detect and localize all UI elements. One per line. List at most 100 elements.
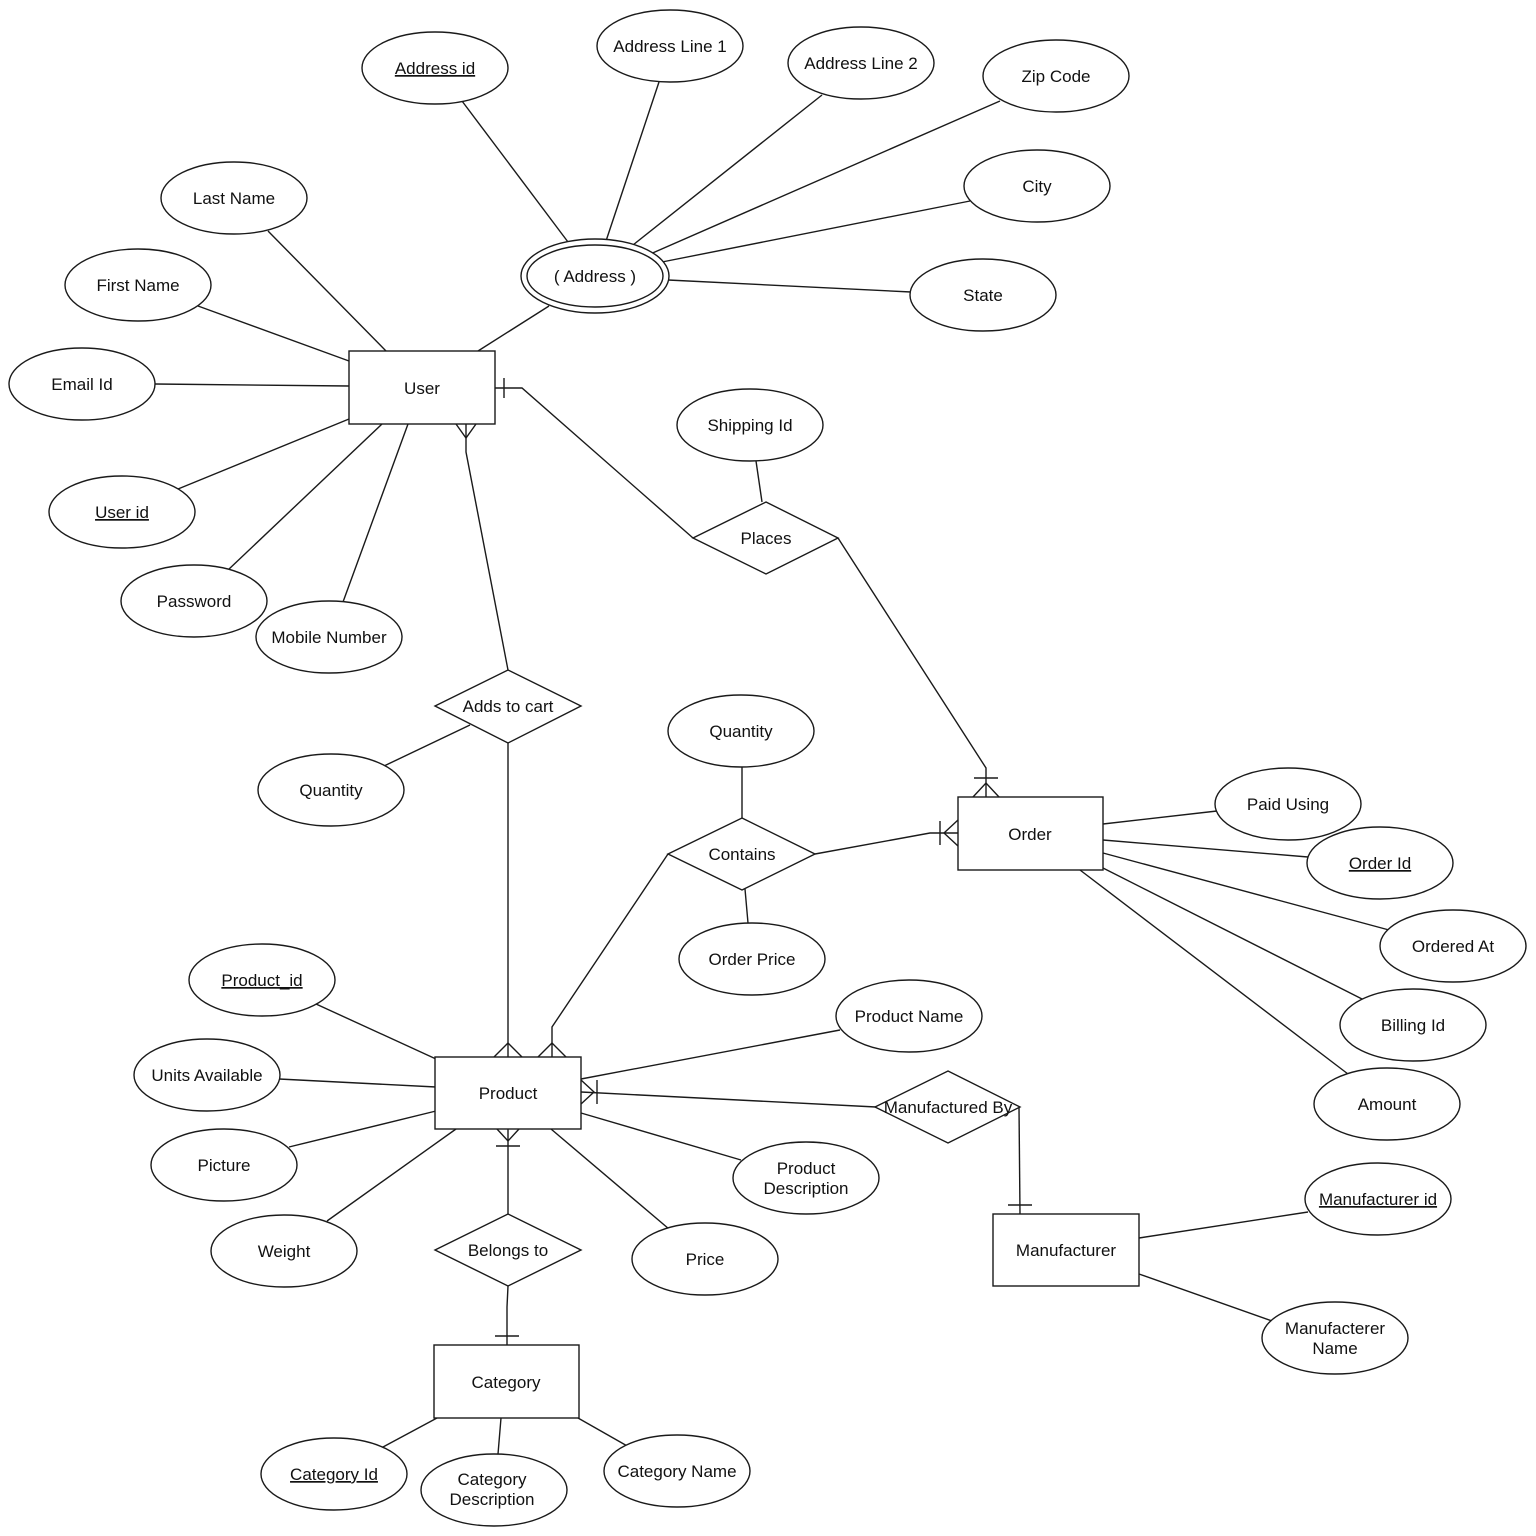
line-order-paid-using [1102,810,1218,825]
entity-product-label: Product [479,1084,538,1103]
attribute-order-price[interactable]: Order Price [678,922,826,996]
line-belongs-to-category [506,1285,509,1345]
entity-category-label: Category [472,1373,541,1392]
attribute-category-id[interactable]: Category Id [260,1437,408,1511]
attribute-category-description-line-2: Description [449,1490,534,1509]
attribute-picture-label: Picture [198,1156,251,1175]
attribute-city-ellipse [963,149,1111,223]
attribute-cart-quantity-ellipse [257,753,405,827]
line-places-order [837,537,987,797]
line-contains-order-price [744,888,749,924]
relationship-contains-diamond [666,817,817,891]
attribute-product-id-label: Product_id [221,971,302,990]
relationship-manufactured-by[interactable]: Manufactured By [873,1070,1022,1144]
attribute-paid-using[interactable]: Paid Using [1214,767,1362,841]
attribute-price[interactable]: Price [631,1222,779,1296]
attribute-weight[interactable]: Weight [210,1214,358,1288]
attribute-units-available[interactable]: Units Available [133,1038,281,1112]
attribute-order-id[interactable]: Order Id [1306,826,1454,900]
attribute-manufacturer-name-ellipse [1261,1301,1409,1375]
entity-product[interactable]: Product [434,1056,582,1130]
attribute-cart-quantity-label: Quantity [299,781,363,800]
line-category-description [497,1417,502,1455]
attribute-order-quantity[interactable]: Quantity [667,694,815,768]
relationship-adds-to-cart-diamond [433,669,583,744]
relationship-contains[interactable]: Contains [666,817,817,891]
line-product-weight [326,1128,457,1222]
attribute-first-name[interactable]: First Name [64,248,212,322]
attribute-address-id[interactable]: Address id [361,31,509,105]
attribute-picture[interactable]: Picture [150,1128,298,1202]
relationship-adds-to-cart[interactable]: Adds to cart [433,669,583,744]
attribute-mobile-number[interactable]: Mobile Number [255,600,403,674]
entity-manufacturer[interactable]: Manufacturer [992,1213,1140,1287]
attribute-address-line-2[interactable]: Address Line 2 [787,26,935,100]
line-product-price [550,1128,670,1230]
line-contains-order [814,832,958,855]
attribute-category-description-line-1: Category [458,1470,527,1489]
attribute-order-quantity-ellipse [667,694,815,768]
attribute-address-label: ( Address ) [554,267,636,286]
attribute-address[interactable]: ( Address ) [520,238,670,314]
attribute-manufacturer-id-ellipse [1304,1162,1452,1236]
line-places-shipping-id [755,460,763,503]
attribute-shipping-id-label: Shipping Id [707,416,792,435]
line-user-last-name [267,230,387,352]
relationship-manufactured-by-diamond [873,1070,1022,1144]
attribute-shipping-id[interactable]: Shipping Id [676,388,824,462]
line-manufacturer-name [1138,1273,1276,1323]
attribute-user-id[interactable]: User id [48,475,196,549]
attribute-weight-ellipse [210,1214,358,1288]
attribute-first-name-ellipse [64,248,212,322]
crowfoot-product-contains [537,1042,567,1058]
attribute-user-id-ellipse [48,475,196,549]
attribute-city[interactable]: City [963,149,1111,223]
attribute-mobile-number-ellipse [255,600,403,674]
attribute-product-name[interactable]: Product Name [835,979,983,1053]
crowfoot-user-cart [455,423,477,440]
attribute-order-price-label: Order Price [709,950,796,969]
cardinality-marks [455,378,1032,1337]
attribute-email-id[interactable]: Email Id [8,347,156,421]
entity-category[interactable]: Category [433,1344,580,1419]
entity-manufacturer-label: Manufacturer [1016,1241,1116,1260]
line-product-units-available [278,1078,437,1088]
entity-order-label: Order [1008,825,1052,844]
line-category-name [577,1417,630,1448]
line-contains-product [551,853,669,1057]
line-user-places [495,387,694,539]
entity-user[interactable]: User [348,350,496,425]
attribute-zip-code[interactable]: Zip Code [982,39,1130,113]
line-order-order-id [1102,839,1309,858]
attribute-last-name[interactable]: Last Name [160,161,308,235]
attribute-billing-id[interactable]: Billing Id [1339,988,1487,1062]
relationship-places-label: Places [740,529,791,548]
attribute-address-line-1[interactable]: Address Line 1 [596,9,744,83]
attribute-product-id-ellipse [188,943,336,1017]
attribute-manufacturer-id[interactable]: Manufacturer id [1304,1162,1452,1236]
attribute-amount[interactable]: Amount [1313,1067,1461,1141]
attribute-manufacturer-name-line-2: Name [1312,1339,1357,1358]
attribute-amount-ellipse [1313,1067,1461,1141]
attribute-address-id-label: Address id [395,59,475,78]
attribute-state[interactable]: State [909,258,1057,332]
entity-order[interactable]: Order [957,796,1104,871]
attribute-address-line-2-ellipse [787,26,935,100]
attribute-product-description[interactable]: Product Description [732,1141,880,1215]
attribute-password[interactable]: Password [120,564,268,638]
attribute-product-id[interactable]: Product_id [188,943,336,1017]
relationship-belongs-to-label: Belongs to [468,1241,548,1260]
attribute-cart-quantity[interactable]: Quantity [257,753,405,827]
attribute-manufacturer-id-label: Manufacturer id [1319,1190,1437,1209]
attribute-shipping-id-ellipse [676,388,824,462]
attribute-category-id-ellipse [260,1437,408,1511]
attribute-manufacturer-name[interactable]: Manufacterer Name [1261,1301,1409,1375]
attribute-category-description[interactable]: Category Description [420,1453,568,1527]
entity-user-box [348,350,496,425]
relationship-places[interactable]: Places [691,501,840,575]
relationship-belongs-to[interactable]: Belongs to [433,1213,583,1287]
attribute-ordered-at[interactable]: Ordered At [1379,909,1527,983]
attribute-category-name-label: Category Name [617,1462,736,1481]
attribute-category-name[interactable]: Category Name [603,1434,751,1508]
